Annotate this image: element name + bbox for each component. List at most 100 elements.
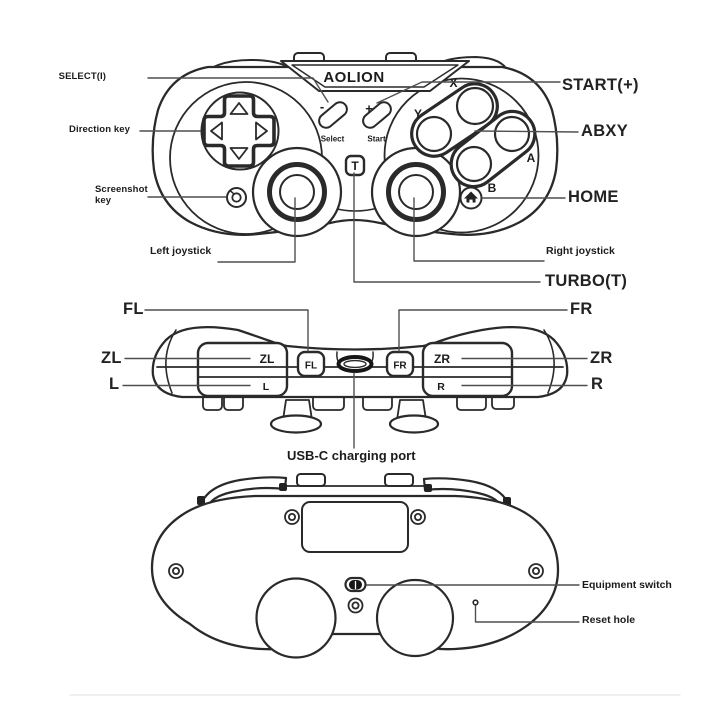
right-grip-pad (375, 578, 455, 658)
label-left-joystick: Left joystick (150, 245, 212, 257)
pointer-right-joystick (413, 197, 545, 262)
dpad-down-arrow (229, 147, 249, 160)
right-faceplate-seam (383, 77, 540, 234)
x-letter: X (449, 76, 457, 90)
front-view: AOLION (151, 52, 559, 238)
screw (528, 563, 544, 579)
screenshot-key (226, 187, 247, 208)
y-letter: Y (414, 107, 422, 121)
l-bumper-label: L (263, 381, 270, 393)
screw (410, 509, 426, 525)
label-turbo: TURBO(T) (545, 272, 628, 290)
screw (284, 509, 300, 525)
pointer-lines (122, 77, 588, 623)
zr-trigger-label: ZR (434, 352, 450, 366)
pointer-fl (144, 309, 309, 352)
pointer-select (147, 77, 329, 103)
label-select: SELECT(I) (58, 71, 106, 82)
right-joystick-top (398, 174, 434, 210)
screenshot-key-tick (229, 189, 235, 195)
home-icon (464, 191, 478, 199)
label-fl: FL (123, 300, 144, 318)
b-letter: B (488, 181, 497, 195)
usb-c-port-inner (343, 359, 367, 369)
label-reset-hole: Reset hole (582, 614, 636, 626)
x-button (455, 86, 495, 126)
screw (347, 597, 364, 614)
start-button: + Start (362, 101, 392, 144)
start-plus-glyph: + (365, 101, 373, 116)
reset-hole (472, 599, 479, 606)
label-screenshot-key: Screenshot key (95, 184, 148, 206)
left-joystick-top (279, 174, 315, 210)
pointer-left-joystick (217, 197, 296, 263)
usb-c-port (336, 355, 374, 373)
screw-center (413, 513, 422, 522)
pointer-fr (398, 309, 568, 352)
direction-pad (200, 91, 280, 171)
shoulder-tip-mark (279, 483, 287, 491)
screw-center (351, 601, 360, 610)
label-usb-charging-port: USB-C charging port (287, 448, 416, 463)
turbo-key (344, 154, 366, 177)
b-button (455, 145, 493, 183)
home-icon-door (469, 199, 473, 203)
r-bumper-label: R (437, 381, 445, 393)
label-l: L (109, 375, 120, 393)
select-pill (318, 101, 348, 129)
screw-center (287, 513, 296, 522)
label-zl: ZL (101, 349, 122, 367)
label-direction-key: Direction key (69, 124, 130, 135)
top-view-underside (202, 393, 515, 434)
left-joystick (251, 146, 343, 238)
pointer-abxy (474, 130, 579, 133)
fl-button (296, 350, 326, 378)
screw (168, 563, 184, 579)
fr-button-label: FR (393, 361, 407, 372)
turbo-key-letter: T (351, 159, 359, 173)
fl-button-label: FL (305, 361, 317, 372)
left-grip-seam (165, 329, 177, 394)
right-grip-seam (543, 329, 555, 394)
label-abxy: ABXY (581, 122, 629, 140)
y-button (415, 115, 453, 153)
pointer-turbo (353, 172, 541, 283)
left-stick-cap-top (269, 414, 323, 434)
back-view (150, 473, 560, 659)
shoulder-tip-mark (197, 496, 205, 505)
zl-trigger-label: ZL (260, 352, 275, 366)
left-grip-pad (255, 577, 337, 659)
top-view: ZL L ZR R FL FR (151, 325, 569, 434)
left-joystick-cap (267, 162, 327, 222)
zl-l-block (196, 341, 289, 398)
fr-button (385, 350, 415, 378)
right-joystick-cap (386, 162, 446, 222)
label-home: HOME (568, 188, 619, 206)
dpad-cross (202, 94, 276, 168)
screw-center (532, 567, 541, 576)
right-stick-cap-top (388, 414, 440, 434)
select-minus-glyph: - (320, 99, 324, 114)
back-top-tab-right (384, 473, 414, 487)
label-fr: FR (570, 300, 593, 318)
back-screws (168, 509, 544, 614)
a-button (493, 115, 531, 153)
start-pill (362, 101, 392, 129)
back-label-plate (301, 501, 409, 553)
dpad-left-arrow (210, 121, 223, 141)
home-button (459, 186, 483, 210)
label-equipment-switch: Equipment switch (582, 579, 672, 591)
label-r: R (591, 375, 604, 393)
pointer-start (376, 81, 561, 104)
dpad-right-arrow (255, 121, 268, 141)
dpad-up-arrow (229, 102, 249, 115)
label-right-joystick: Right joystick (546, 245, 615, 257)
label-zr: ZR (590, 349, 613, 367)
select-button: - Select (318, 99, 348, 144)
abxy-cluster: X Y A B (410, 76, 537, 195)
start-caption: Start (367, 135, 386, 144)
a-letter: A (527, 151, 536, 165)
zr-r-block (421, 341, 514, 398)
